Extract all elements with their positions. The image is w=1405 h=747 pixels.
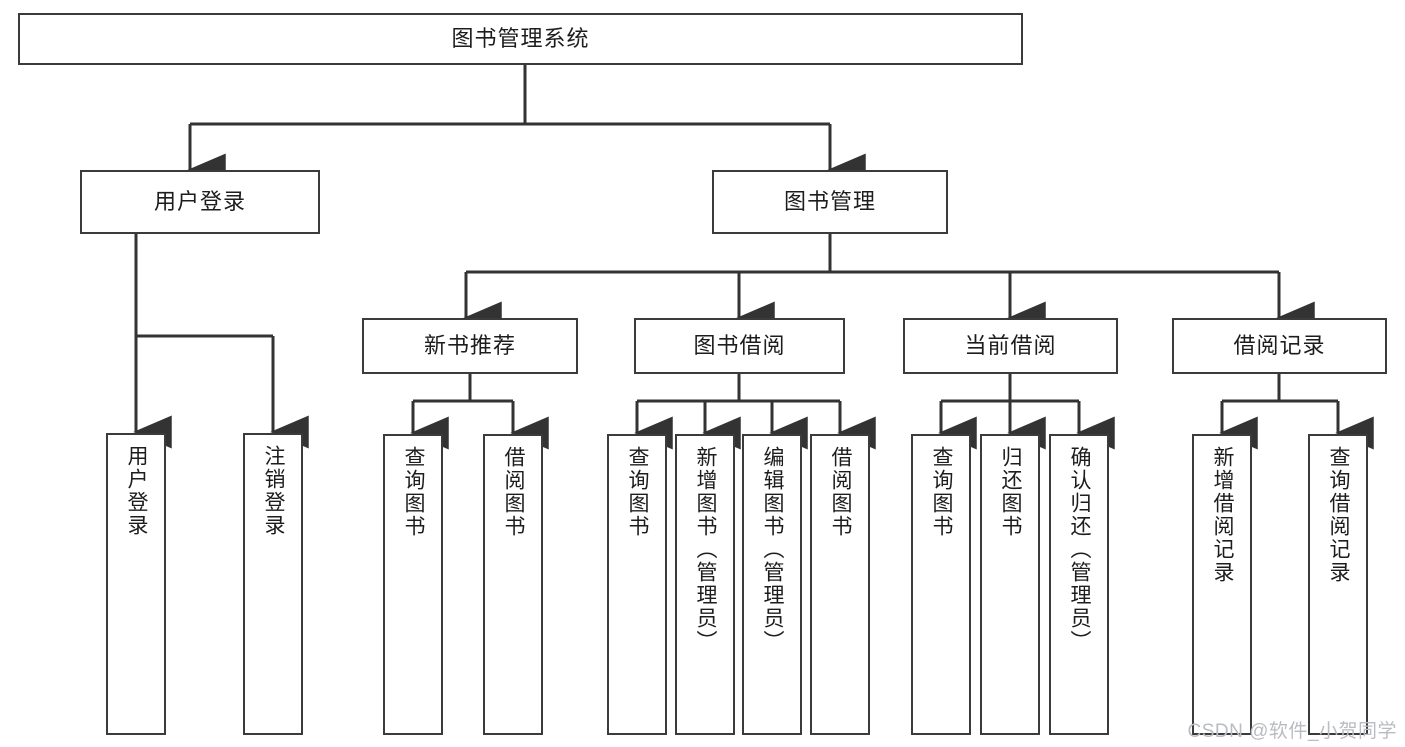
- edges-current-borrow: [941, 374, 1079, 403]
- node-root-label: 图书管理系统: [451, 25, 590, 51]
- leaf-current-borrow-2[interactable]: 确认归还（管理员）: [1049, 434, 1109, 735]
- node-current-borrow-label: 当前借阅: [964, 332, 1057, 358]
- leaf-label: 归还图书: [999, 446, 1023, 538]
- leaf-borrow-record-0[interactable]: 新增借阅记录: [1192, 434, 1252, 735]
- leaf-user-login-1[interactable]: 注销登录: [243, 433, 303, 735]
- leaf-user-login-0[interactable]: 用户登录: [106, 433, 166, 735]
- leaf-current-borrow-0[interactable]: 查询图书: [911, 434, 971, 735]
- edges-root: [190, 65, 830, 126]
- node-new-book-rec-label: 新书推荐: [423, 332, 516, 358]
- node-borrow-record-label: 借阅记录: [1233, 332, 1326, 358]
- leaf-current-borrow-1[interactable]: 归还图书: [980, 434, 1040, 735]
- leaf-new-book-rec-0[interactable]: 查询图书: [383, 434, 443, 735]
- leaf-borrow-record-1[interactable]: 查询借阅记录: [1308, 434, 1368, 735]
- leaf-book-borrow-0[interactable]: 查询图书: [607, 434, 667, 735]
- leaf-label: 用户登录: [125, 445, 149, 537]
- node-current-borrow[interactable]: 当前借阅: [903, 318, 1118, 374]
- leaf-label: 借阅图书: [829, 446, 853, 538]
- node-book-manage[interactable]: 图书管理: [712, 170, 948, 234]
- node-user-login[interactable]: 用户登录: [80, 170, 320, 234]
- leaf-book-borrow-3[interactable]: 借阅图书: [810, 434, 870, 735]
- leaf-label: 查询图书: [930, 446, 954, 538]
- node-book-borrow[interactable]: 图书借阅: [634, 318, 845, 374]
- edges-book-borrow: [637, 374, 840, 403]
- node-user-login-label: 用户登录: [153, 188, 246, 214]
- leaf-label: 新增图书（管理员）: [694, 446, 718, 653]
- leaf-book-borrow-2[interactable]: 编辑图书（管理员）: [742, 434, 802, 735]
- leaf-label: 查询图书: [626, 446, 650, 538]
- edges-borrow-record: [1222, 374, 1338, 403]
- leaf-label: 编辑图书（管理员）: [761, 446, 785, 653]
- leaf-label: 查询图书: [402, 446, 426, 538]
- node-book-manage-label: 图书管理: [783, 188, 876, 214]
- leaf-book-borrow-1[interactable]: 新增图书（管理员）: [675, 434, 735, 735]
- watermark: CSDN @软件_小贺同学: [1187, 721, 1397, 742]
- edges-new-book: [413, 374, 513, 403]
- leaf-label: 借阅图书: [502, 446, 526, 538]
- node-borrow-record[interactable]: 借阅记录: [1172, 318, 1387, 374]
- edges-user-login: [134, 234, 273, 338]
- leaf-label: 注销登录: [262, 445, 286, 537]
- node-new-book-rec[interactable]: 新书推荐: [362, 318, 578, 374]
- node-book-borrow-label: 图书借阅: [693, 332, 786, 358]
- node-root[interactable]: 图书管理系统: [18, 13, 1023, 65]
- leaf-new-book-rec-1[interactable]: 借阅图书: [483, 434, 543, 735]
- leaf-label: 确认归还（管理员）: [1068, 446, 1092, 653]
- leaf-label: 查询借阅记录: [1327, 446, 1351, 584]
- edges-book-manage: [466, 234, 1279, 274]
- leaf-label: 新增借阅记录: [1211, 446, 1235, 584]
